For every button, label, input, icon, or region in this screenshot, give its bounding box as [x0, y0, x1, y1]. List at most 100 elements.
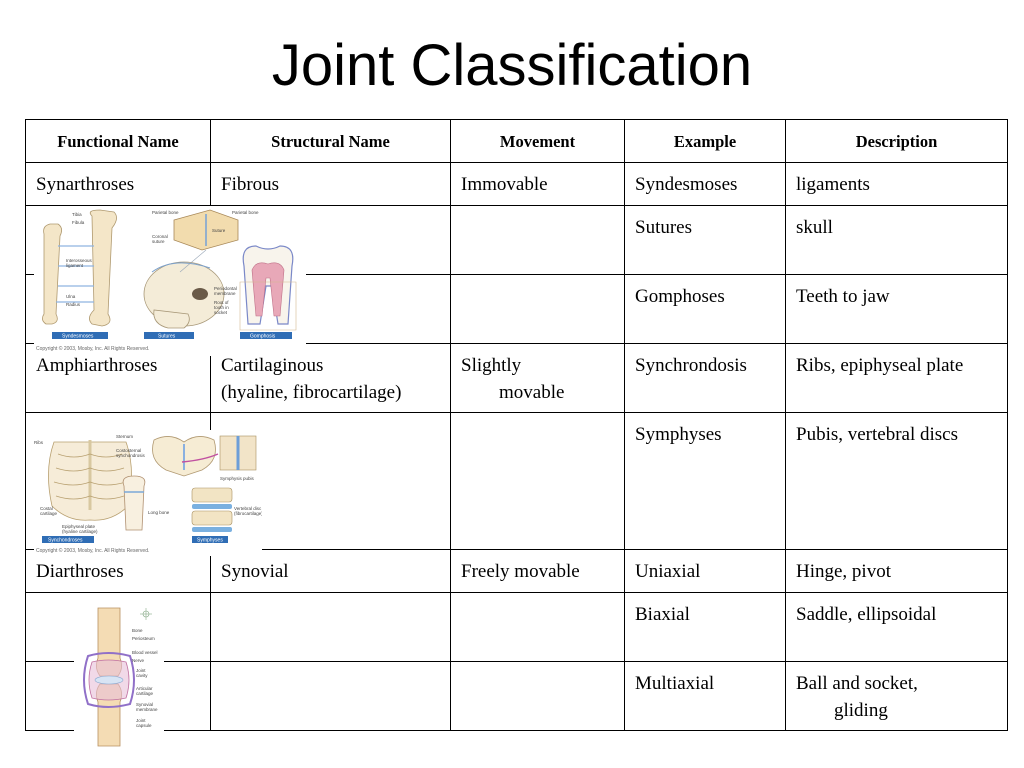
description-line-2: gliding [834, 700, 888, 721]
svg-text:Suture: Suture [212, 228, 226, 233]
svg-text:(hyaline cartilage): (hyaline cartilage) [62, 529, 98, 534]
synovial-joint-illustration: Bone Periosteum Blood vessel Nerve Joint… [74, 606, 164, 748]
table-row: Synarthroses Fibrous Immovable Syndesmos… [25, 162, 1008, 206]
svg-text:Interosseous: Interosseous [66, 258, 93, 263]
gomphosis-caption-bar [240, 332, 292, 339]
svg-text:socket: socket [214, 310, 228, 315]
svg-text:suture: suture [152, 239, 165, 244]
svg-text:Ulna: Ulna [66, 294, 76, 299]
svg-text:cartilage: cartilage [40, 511, 58, 516]
header-structural-name: Structural Name [210, 119, 451, 163]
svg-text:(fibrocartilage): (fibrocartilage) [234, 511, 262, 516]
table-row: Amphiarthroses Cartilaginous(hyaline, fi… [25, 343, 1008, 413]
gomphosis-figure: Periodontal membrane Root of tooth in so… [214, 245, 297, 331]
joint-classification-table: Functional Name Structural Name Movement… [25, 119, 1008, 731]
svg-text:cartilage: cartilage [136, 691, 154, 696]
structural-line-2: (hyaline, fibrocartilage) [221, 382, 402, 403]
cell-example: Biaxial [624, 592, 786, 662]
cell-description: Teeth to jaw [785, 274, 1008, 344]
svg-text:synchondrosis: synchondrosis [116, 453, 146, 458]
syndesmoses-caption: Syndesmoses [62, 334, 94, 340]
cell-example: Sutures [624, 205, 786, 275]
movement-line-2: movable [499, 382, 565, 403]
cell-structural [210, 592, 451, 662]
svg-text:Parietal bone: Parietal bone [152, 210, 179, 215]
table-row: Biaxial Saddle, ellipsoidal [25, 592, 1008, 662]
svg-text:Vertebral disc: Vertebral disc [234, 506, 262, 511]
pelvis-figure: Symphysis pubis [152, 435, 257, 481]
svg-text:ligament: ligament [66, 263, 84, 268]
cartilaginous-joints-illustration: Ribs Sternum Costosternal synchondrosis … [34, 430, 262, 556]
svg-text:Coronal: Coronal [152, 234, 168, 239]
cell-description: ligaments [785, 162, 1008, 206]
movement-line-1: Slightly [461, 355, 522, 376]
cell-movement: Slightly movable [450, 343, 625, 413]
cell-description: Hinge, pivot [785, 549, 1008, 593]
cell-description: Pubis, vertebral discs [785, 412, 1008, 550]
svg-text:membrane: membrane [214, 291, 236, 296]
svg-text:capsule: capsule [136, 723, 152, 728]
svg-text:Tibia: Tibia [72, 212, 82, 217]
svg-text:Costal: Costal [40, 506, 53, 511]
symphyses-caption: Symphyses [197, 538, 223, 544]
cell-example: Synchrondosis [624, 343, 786, 413]
cartilaginous-joints-drawing: Ribs Sternum Costosternal synchondrosis … [34, 434, 262, 554]
syndesmoses-caption-bar [52, 332, 108, 339]
svg-text:Synovial: Synovial [136, 702, 153, 707]
cell-movement [450, 205, 625, 275]
vertebrae-figure: Vertebral disc (fibrocartilage) [191, 487, 262, 532]
svg-text:Sternum: Sternum [116, 434, 133, 439]
synovial-joint-figure: Bone Periosteum Blood vessel Nerve Joint… [83, 607, 158, 747]
svg-text:Parietal bone: Parietal bone [232, 210, 259, 215]
svg-text:Nerve: Nerve [132, 658, 145, 663]
fibrous-copyright: Copyright © 2003, Mosby, Inc. All Rights… [36, 345, 149, 352]
svg-text:Joint: Joint [136, 668, 146, 673]
cell-description: Saddle, ellipsoidal [785, 592, 1008, 662]
svg-text:Bone: Bone [132, 628, 143, 633]
cell-functional: Synarthroses [25, 162, 211, 206]
svg-text:Epiphyseal plate: Epiphyseal plate [62, 524, 96, 529]
sutures-caption-bar [144, 332, 194, 339]
description-line-1: Ball and socket, [796, 673, 918, 694]
cell-movement [450, 592, 625, 662]
cell-description: Ball and socket, gliding [785, 661, 1008, 731]
suture-figure: Parietal bone Parietal bone Coronal sutu… [143, 209, 259, 329]
cell-movement [450, 412, 625, 550]
svg-text:membrane: membrane [136, 707, 158, 712]
header-example: Example [624, 119, 786, 163]
symphyses-caption-bar [192, 536, 228, 543]
svg-text:Fibula: Fibula [72, 220, 85, 225]
cartilaginous-copyright: Copyright © 2003, Mosby, Inc. All Rights… [36, 547, 149, 554]
cell-example: Symphyses [624, 412, 786, 550]
fibrous-joints-drawing: Tibia Fibula Interosseous ligament Ulna … [36, 209, 297, 352]
cell-movement: Freely movable [450, 549, 625, 593]
cell-description: skull [785, 205, 1008, 275]
table-row: Multiaxial Ball and socket,gliding [25, 661, 1008, 731]
header-movement: Movement [450, 119, 625, 163]
cell-structural [210, 661, 451, 731]
svg-text:tooth in: tooth in [214, 305, 229, 310]
cell-example: Gomphoses [624, 274, 786, 344]
header-description: Description [785, 119, 1008, 163]
svg-text:Blood vessel: Blood vessel [132, 650, 158, 655]
svg-text:Periodontal: Periodontal [214, 286, 237, 291]
svg-text:Costosternal: Costosternal [116, 448, 141, 453]
cell-movement [450, 274, 625, 344]
svg-text:Articular: Articular [136, 686, 153, 691]
cell-structural: Fibrous [210, 162, 451, 206]
cell-example: Syndesmoses [624, 162, 786, 206]
page-title: Joint Classification [271, 33, 753, 98]
svg-text:Periosteum: Periosteum [132, 636, 155, 641]
syndesmosis-figure: Tibia Fibula Interosseous ligament Ulna … [42, 209, 117, 327]
svg-text:Root of: Root of [214, 300, 229, 305]
sutures-caption: Sutures [158, 334, 176, 340]
svg-text:Long bone: Long bone [148, 510, 170, 515]
svg-text:cavity: cavity [136, 673, 148, 678]
synchondroses-caption-bar [42, 536, 94, 543]
cell-movement [450, 661, 625, 731]
synovial-joint-drawing: Bone Periosteum Blood vessel Nerve Joint… [83, 607, 158, 747]
table-header-row: Functional Name Structural Name Movement… [25, 119, 1008, 163]
svg-text:Radius: Radius [66, 302, 81, 307]
synchondroses-caption: Synchondroses [48, 538, 83, 544]
ribcage-figure: Ribs Sternum Costosternal synchondrosis … [34, 434, 146, 534]
